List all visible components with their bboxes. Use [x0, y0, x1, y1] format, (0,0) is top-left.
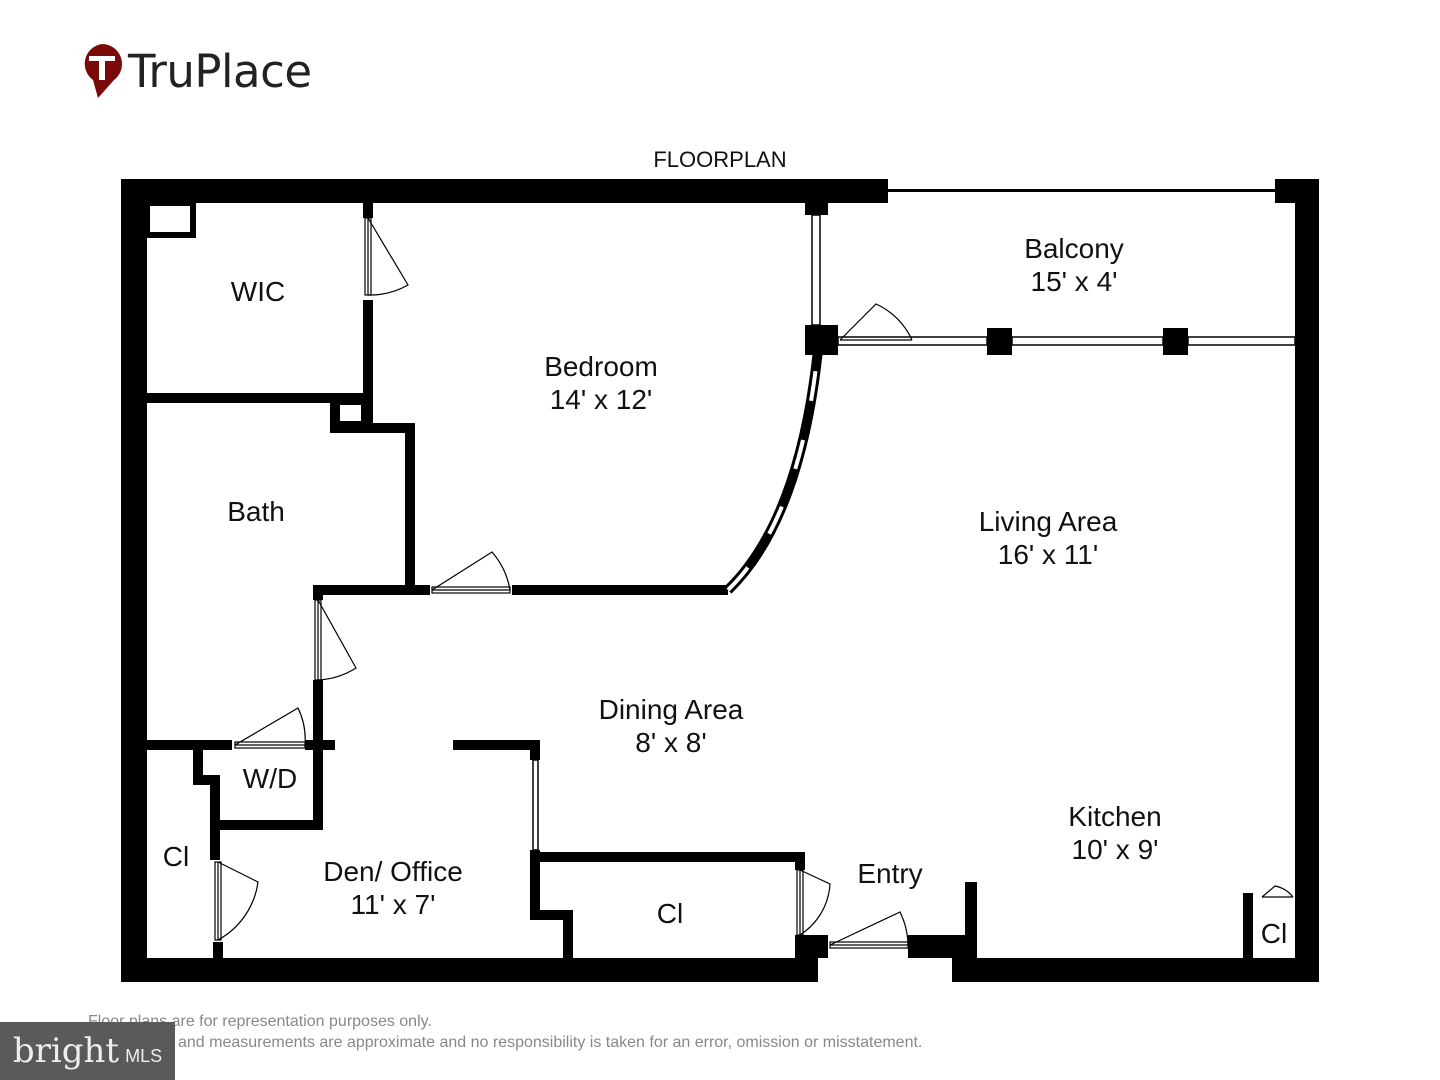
- room-label-wic: WIC: [230, 276, 286, 307]
- bright-mls-watermark: bright MLS: [0, 1022, 175, 1080]
- map-pin-icon: [84, 44, 122, 98]
- brand-name: TruPlace: [128, 44, 312, 98]
- disclaimer-line-2: and measurements are approximate and no …: [178, 1034, 923, 1051]
- truplace-logo: TruPlace: [80, 42, 312, 100]
- curved-window: [726, 349, 820, 592]
- windows: [532, 214, 1296, 851]
- curved-wall: [724, 349, 823, 594]
- floorplan-title: FLOORPLAN: [653, 147, 787, 172]
- room-label-closet: Cl: [1260, 918, 1288, 949]
- room-label-closet: Cl: [162, 841, 190, 872]
- room-label-bath: Bath: [227, 496, 285, 527]
- watermark-brand: bright: [12, 1031, 120, 1071]
- watermark-suffix: MLS: [125, 1045, 163, 1066]
- doors: [214, 217, 1294, 949]
- room-label-entry: Entry: [857, 858, 923, 889]
- room-label-closet: Cl: [656, 898, 684, 929]
- walls: [121, 179, 1319, 982]
- room-label-wd: W/D: [242, 763, 298, 794]
